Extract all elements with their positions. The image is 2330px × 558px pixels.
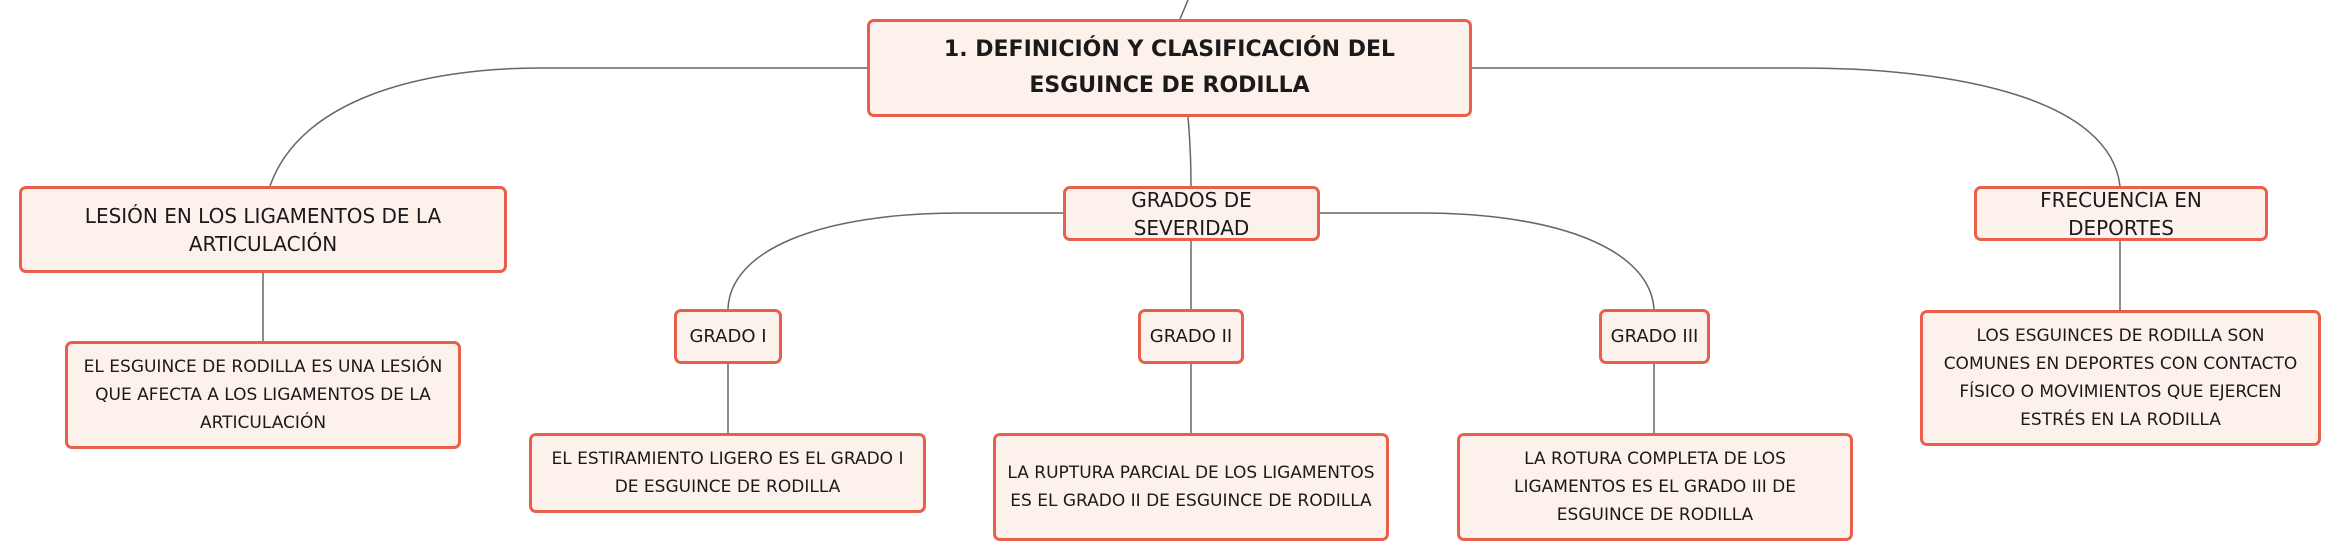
subtopic-grado-1[interactable]: GRADO I	[674, 309, 782, 364]
detail-frecuencia-text: LOS ESGUINCES DE RODILLA SON COMUNES EN …	[1943, 326, 2298, 430]
subtopic-grado-2-label: GRADO II	[1149, 325, 1233, 347]
detail-grado-1[interactable]: EL ESTIRAMIENTO LIGERO ES EL GRADO I DE …	[529, 433, 926, 513]
detail-lesion-text: EL ESGUINCE DE RODILLA ES UNA LESIÓN QUE…	[83, 357, 443, 433]
detail-grado-2-text: LA RUPTURA PARCIAL DE LOS LIGAMENTOS ES …	[1007, 463, 1375, 511]
detail-grado-3-text: LA ROTURA COMPLETA DE LOS LIGAMENTOS ES …	[1513, 449, 1796, 525]
connector-root-frecuencia	[1472, 67, 2121, 187]
topic-frecuencia-label: FRECUENCIA EN DEPORTES	[2040, 187, 2202, 240]
topic-grados-severidad[interactable]: GRADOS DE SEVERIDAD	[1063, 186, 1320, 241]
detail-frecuencia[interactable]: LOS ESGUINCES DE RODILLA SON COMUNES EN …	[1920, 310, 2321, 446]
root-topic-label: 1. DEFINICIÓN Y CLASIFICACIÓN DEL ESGUIN…	[943, 37, 1396, 98]
detail-grado-2[interactable]: LA RUPTURA PARCIAL DE LOS LIGAMENTOS ES …	[993, 433, 1389, 541]
subtopic-grado-3-label: GRADO III	[1610, 325, 1699, 347]
connector-root-grados	[1187, 116, 1192, 187]
detail-grado-1-text: EL ESTIRAMIENTO LIGERO ES EL GRADO I DE …	[551, 449, 904, 497]
subtopic-grado-3[interactable]: GRADO III	[1599, 309, 1710, 364]
topic-grados-label: GRADOS DE SEVERIDAD	[1131, 187, 1252, 240]
detail-lesion[interactable]: EL ESGUINCE DE RODILLA ES UNA LESIÓN QUE…	[65, 341, 461, 449]
detail-grado-3[interactable]: LA ROTURA COMPLETA DE LOS LIGAMENTOS ES …	[1457, 433, 1853, 541]
connector-grados-grado3	[1320, 212, 1655, 310]
topic-lesion-label: LESIÓN EN LOS LIGAMENTOS DE LA ARTICULAC…	[84, 203, 442, 256]
topic-lesion-ligamentos[interactable]: LESIÓN EN LOS LIGAMENTOS DE LA ARTICULAC…	[19, 186, 507, 273]
connector-grados-grado1	[727, 212, 1063, 310]
connector-root-lesion	[269, 67, 867, 187]
root-topic[interactable]: 1. DEFINICIÓN Y CLASIFICACIÓN DEL ESGUIN…	[867, 19, 1472, 117]
topic-frecuencia-deportes[interactable]: FRECUENCIA EN DEPORTES	[1974, 186, 2268, 241]
subtopic-grado-2[interactable]: GRADO II	[1138, 309, 1244, 364]
connector-root-parent	[1179, 0, 1189, 20]
subtopic-grado-1-label: GRADO I	[689, 325, 767, 347]
